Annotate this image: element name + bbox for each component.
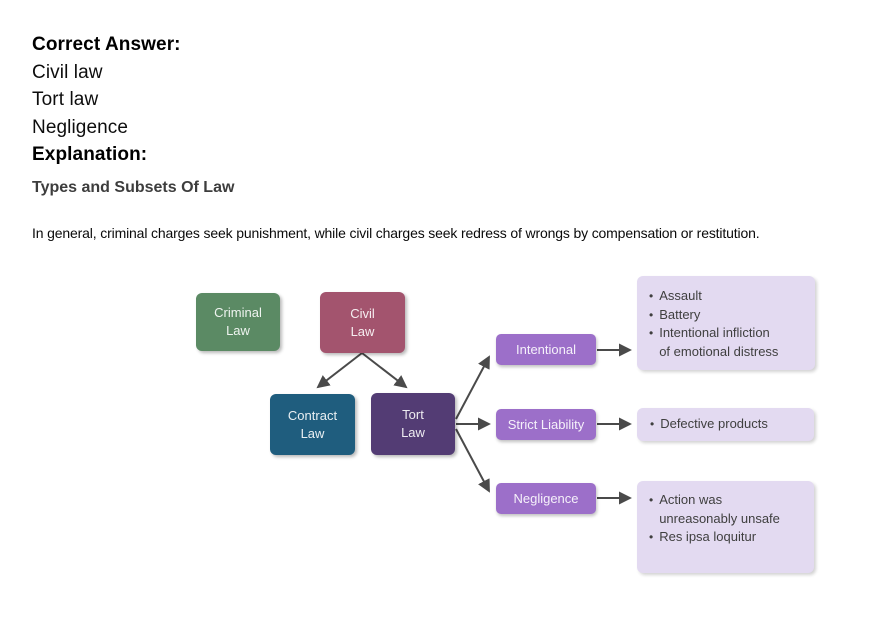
node-label: Negligence	[513, 490, 579, 506]
node-label: Strict Liability	[507, 416, 585, 432]
node-intentional: Intentional	[496, 334, 596, 365]
node-civil-law: Civil Law	[320, 292, 405, 353]
node-strict-liability: Strict Liability	[496, 409, 596, 440]
bullet-item: Intentional infliction of emotional dist…	[649, 324, 807, 361]
detail-box-intentional: Assault Battery Intentional infliction o…	[637, 276, 815, 370]
node-label: Civil Law	[350, 305, 375, 339]
explanation-heading: Explanation:	[32, 144, 148, 165]
bullet-item: Action was unreasonably unsafe	[649, 491, 806, 528]
node-negligence: Negligence	[496, 483, 596, 514]
node-criminal-law: Criminal Law	[196, 293, 280, 351]
bullet-item: Defective products	[650, 415, 814, 434]
node-contract-law: Contract Law	[270, 394, 355, 455]
bullet-item: Res ipsa loquitur	[649, 528, 806, 547]
answer-line-negligence: Negligence	[32, 116, 129, 138]
node-label: Tort Law	[401, 407, 425, 440]
answer-line-tort-law: Tort law	[32, 89, 99, 110]
answer-block: Correct Answer: Civil law Tort law Negli…	[32, 31, 181, 169]
detail-box-strict-liability: Defective products	[637, 408, 814, 441]
article-title: Types and Subsets Of Law	[32, 179, 235, 196]
detail-box-negligence: Action was unreasonably unsafe Res ipsa …	[637, 481, 814, 573]
node-label: Criminal Law	[214, 305, 262, 338]
correct-answer-heading: Correct Answer:	[32, 34, 181, 55]
bullet-item: Battery	[649, 306, 807, 325]
intro-paragraph: In general, criminal charges seek punish…	[32, 225, 760, 241]
node-tort-law: Tort Law	[371, 393, 455, 455]
answer-line-civil-law: Civil law	[32, 61, 103, 83]
node-label: Intentional	[516, 341, 576, 357]
node-label: Contract Law	[287, 407, 338, 441]
bullet-item: Assault	[649, 287, 807, 306]
